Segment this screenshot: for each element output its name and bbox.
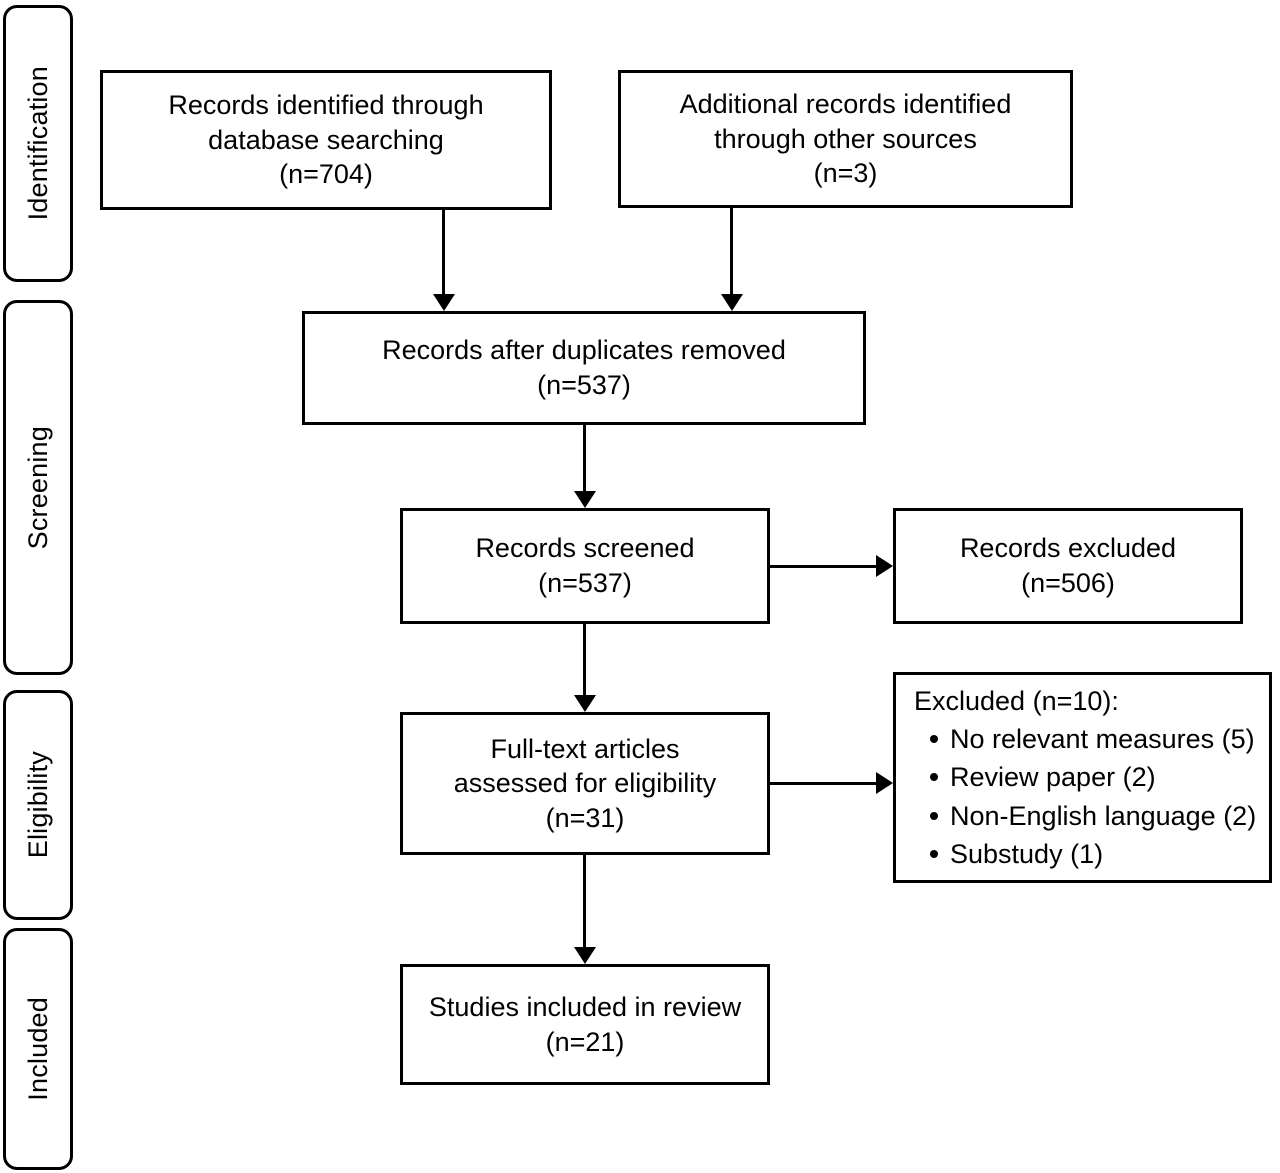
excluded-reason-item: Review paper (2) (928, 758, 1269, 796)
box-records-screened-text: Records screened (n=537) (475, 533, 695, 598)
box-records-after-duplicates-removed: Records after duplicates removed (n=537) (302, 311, 866, 425)
arrowhead-database-to-duplicates (433, 294, 455, 311)
excluded-reasons-heading: Excluded (n=10): (914, 685, 1119, 716)
stage-label-screening: Screening (22, 425, 53, 550)
excluded-reason-item: No relevant measures (5) (928, 720, 1269, 758)
box-studies-included-text: Studies included in review (n=21) (428, 991, 742, 1057)
stage-pill-eligibility: Eligibility (3, 690, 73, 920)
connector-screened-to-excluded (770, 565, 876, 568)
arrowhead-fulltext-to-excluded-reasons (876, 772, 893, 794)
arrowhead-other-sources-to-duplicates (721, 294, 743, 311)
box-records-excluded: Records excluded (n=506) (893, 508, 1243, 624)
stage-label-included: Included (22, 997, 53, 1101)
connector-fulltext-to-included (583, 855, 586, 947)
excluded-reason-item: Non-English language (2) (928, 797, 1269, 835)
box-records-after-duplicates-removed-text: Records after duplicates removed (n=537) (382, 335, 786, 400)
excluded-reason-item: Substudy (1) (928, 835, 1269, 873)
stage-pill-included: Included (3, 928, 73, 1170)
stage-pill-screening: Screening (3, 300, 73, 675)
box-full-text-assessed: Full-text articles assessed for eligibil… (400, 712, 770, 855)
arrowhead-screened-to-excluded (876, 555, 893, 577)
stage-label-identification: Identification (22, 66, 53, 221)
stage-label-eligibility: Eligibility (22, 751, 53, 859)
stage-pill-identification: Identification (3, 5, 73, 282)
connector-database-to-duplicates (442, 210, 445, 294)
arrowhead-duplicates-to-screened (574, 491, 596, 508)
connector-screened-to-fulltext (583, 624, 586, 695)
box-additional-records-other-sources-text: Additional records identified through ot… (679, 89, 1012, 189)
box-records-identified-database-text: Records identified through database sear… (168, 90, 484, 190)
box-records-identified-database: Records identified through database sear… (100, 70, 552, 210)
box-full-text-assessed-text: Full-text articles assessed for eligibil… (453, 733, 717, 833)
box-additional-records-other-sources: Additional records identified through ot… (618, 70, 1073, 208)
box-studies-included: Studies included in review (n=21) (400, 964, 770, 1085)
connector-fulltext-to-excluded-reasons (770, 782, 876, 785)
connector-duplicates-to-screened (583, 425, 586, 491)
excluded-reasons-list: No relevant measures (5) Review paper (2… (914, 720, 1269, 873)
arrowhead-screened-to-fulltext (574, 695, 596, 712)
connector-other-sources-to-duplicates (730, 208, 733, 294)
arrowhead-fulltext-to-included (574, 947, 596, 964)
box-records-excluded-text: Records excluded (n=506) (959, 533, 1177, 598)
box-excluded-reasons: Excluded (n=10): No relevant measures (5… (893, 672, 1272, 883)
box-records-screened: Records screened (n=537) (400, 508, 770, 624)
